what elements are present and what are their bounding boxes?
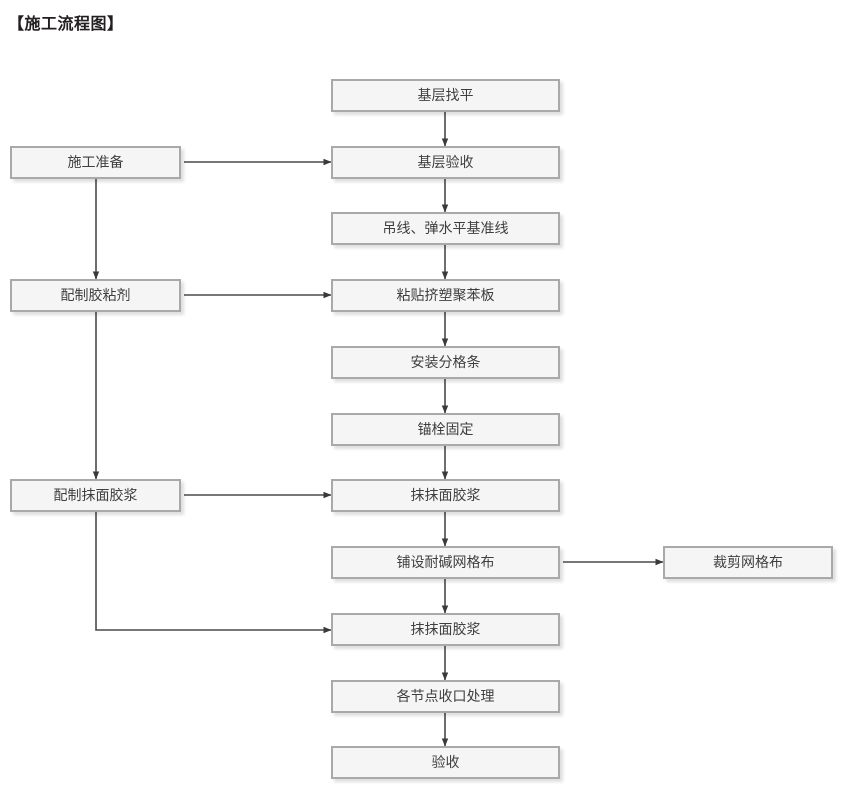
node-label: 铺设耐碱网格布 (396, 554, 495, 571)
node-zhantie-jisujubenban[interactable]: 粘贴挤塑聚苯板 (331, 279, 560, 312)
node-label: 各节点收口处理 (396, 688, 495, 705)
node-label: 抹抹面胶浆 (410, 621, 481, 638)
node-label: 施工准备 (67, 154, 124, 171)
node-mo-momianjiaojiang-2[interactable]: 抹抹面胶浆 (331, 613, 560, 646)
node-label: 裁剪网格布 (713, 554, 783, 571)
node-diaoxian-danshuiping[interactable]: 吊线、弹水平基准线 (331, 212, 560, 245)
node-label: 锚栓固定 (417, 421, 474, 438)
node-label: 基层找平 (417, 87, 474, 104)
node-label: 配制胶粘剂 (60, 287, 131, 304)
page-title: 【施工流程图】 (8, 14, 124, 33)
node-label: 配制抹面胶浆 (53, 487, 138, 504)
node-jiceng-zhaoping[interactable]: 基层找平 (331, 79, 560, 112)
node-label: 安装分格条 (410, 354, 481, 371)
node-yanshou[interactable]: 验收 (331, 746, 560, 779)
node-mo-momianjiaojiang-1[interactable]: 抹抹面胶浆 (331, 479, 560, 512)
node-label: 抹抹面胶浆 (410, 487, 481, 504)
node-caijian-wanggebu[interactable]: 裁剪网格布 (663, 546, 833, 579)
node-label: 粘贴挤塑聚苯板 (396, 287, 495, 304)
node-maoshuan-guding[interactable]: 锚栓固定 (331, 413, 560, 446)
node-pushe-naijianwanggebu[interactable]: 铺设耐碱网格布 (331, 546, 560, 579)
node-anzhuang-fengetiao[interactable]: 安装分格条 (331, 346, 560, 379)
node-peizhi-momianjiaojiang[interactable]: 配制抹面胶浆 (10, 479, 181, 512)
node-gejiedian-shoukou[interactable]: 各节点收口处理 (331, 680, 560, 713)
node-label: 验收 (431, 754, 460, 771)
node-shigong-zhunbei[interactable]: 施工准备 (10, 146, 181, 179)
elbow-momianjiaojiang-to-momian2 (95, 512, 332, 634)
node-jiceng-yanshou[interactable]: 基层验收 (331, 146, 560, 179)
node-label: 吊线、弹水平基准线 (382, 220, 509, 237)
node-peizhi-jiaonianji[interactable]: 配制胶粘剂 (10, 279, 181, 312)
node-label: 基层验收 (417, 154, 474, 171)
